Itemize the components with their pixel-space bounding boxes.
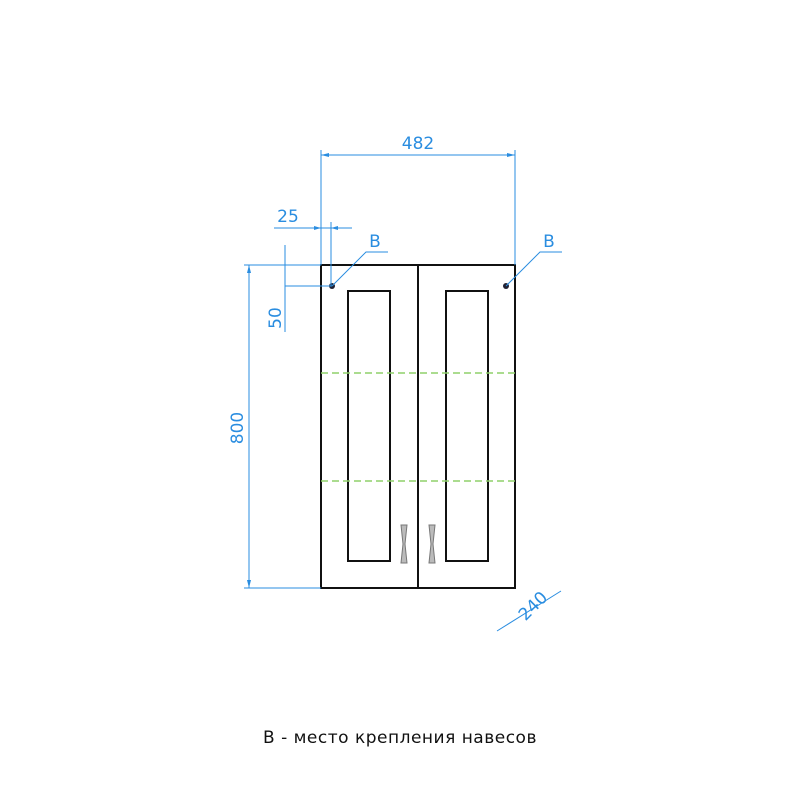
dimension-depth: 240 xyxy=(496,588,562,632)
offset-x-label: 25 xyxy=(277,207,299,227)
dimension-width: 482 xyxy=(320,134,516,265)
dimension-height: 800 xyxy=(228,265,321,589)
dimension-offset-x: 25 xyxy=(274,207,352,286)
offset-y-label: 50 xyxy=(266,307,286,329)
left-door-handle xyxy=(400,524,408,564)
marker-right: B xyxy=(505,232,562,287)
height-label: 800 xyxy=(228,412,248,444)
left-door-panel xyxy=(347,290,391,562)
depth-label: 240 xyxy=(515,588,552,625)
right-door-handle xyxy=(428,524,436,564)
marker-left-label: B xyxy=(369,232,381,252)
dimension-offset-y: 50 xyxy=(244,245,332,332)
marker-right-label: B xyxy=(543,232,555,252)
right-door-panel xyxy=(445,290,489,562)
marker-left: B xyxy=(331,232,388,287)
width-label: 482 xyxy=(402,134,434,154)
cabinet-body xyxy=(320,264,516,589)
legend-caption: B - место крепления навесов xyxy=(263,728,537,748)
